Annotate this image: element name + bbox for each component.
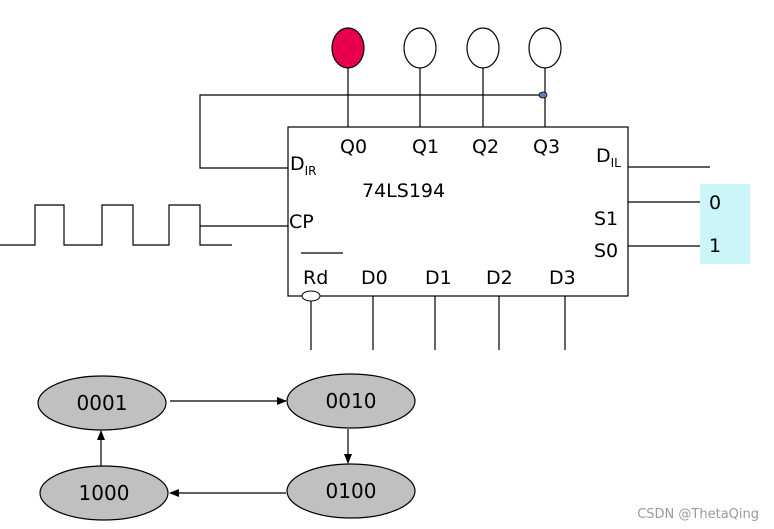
clock-waveform — [0, 204, 232, 246]
state-node-1000 — [39, 465, 169, 521]
state-label-0100: 0100 — [326, 479, 377, 503]
chip-body — [287, 126, 629, 297]
s0-value: 1 — [709, 235, 721, 257]
led-q1 — [403, 27, 437, 69]
label-dir: DIR — [290, 153, 317, 178]
state-label-1000: 1000 — [79, 481, 130, 505]
feedback-wire — [199, 94, 545, 169]
state-label-0001: 0001 — [77, 391, 128, 415]
label-q2: Q2 — [472, 136, 499, 158]
label-dir-sub: IR — [305, 164, 317, 178]
label-dil-sub: IL — [611, 156, 622, 170]
led-q2 — [466, 27, 500, 69]
watermark: CSDN @ThetaQing — [637, 507, 759, 522]
junction-dot — [538, 91, 548, 99]
label-dir-main: D — [290, 153, 305, 175]
chip-name: 74LS194 — [362, 180, 445, 202]
select-box — [700, 184, 750, 264]
label-cp: CP — [289, 211, 314, 233]
label-q0: Q0 — [340, 136, 367, 158]
label-d3: D3 — [549, 267, 576, 289]
s1-value: 0 — [709, 192, 721, 214]
label-d0: D0 — [361, 267, 388, 289]
label-s1: S1 — [594, 208, 618, 230]
led-q0 — [331, 27, 365, 69]
label-q1: Q1 — [412, 136, 439, 158]
label-rd: Rd — [303, 267, 328, 289]
state-node-0100 — [286, 463, 416, 519]
led-q3 — [528, 27, 562, 69]
label-q3: Q3 — [533, 136, 560, 158]
label-d1: D1 — [425, 267, 452, 289]
label-dil: DIL — [596, 145, 621, 170]
label-s0: S0 — [594, 240, 618, 262]
rd-bubble — [301, 290, 321, 302]
label-d2: D2 — [486, 267, 513, 289]
label-dil-main: D — [596, 145, 611, 167]
state-node-0010 — [286, 373, 416, 429]
state-label-0010: 0010 — [326, 389, 377, 413]
